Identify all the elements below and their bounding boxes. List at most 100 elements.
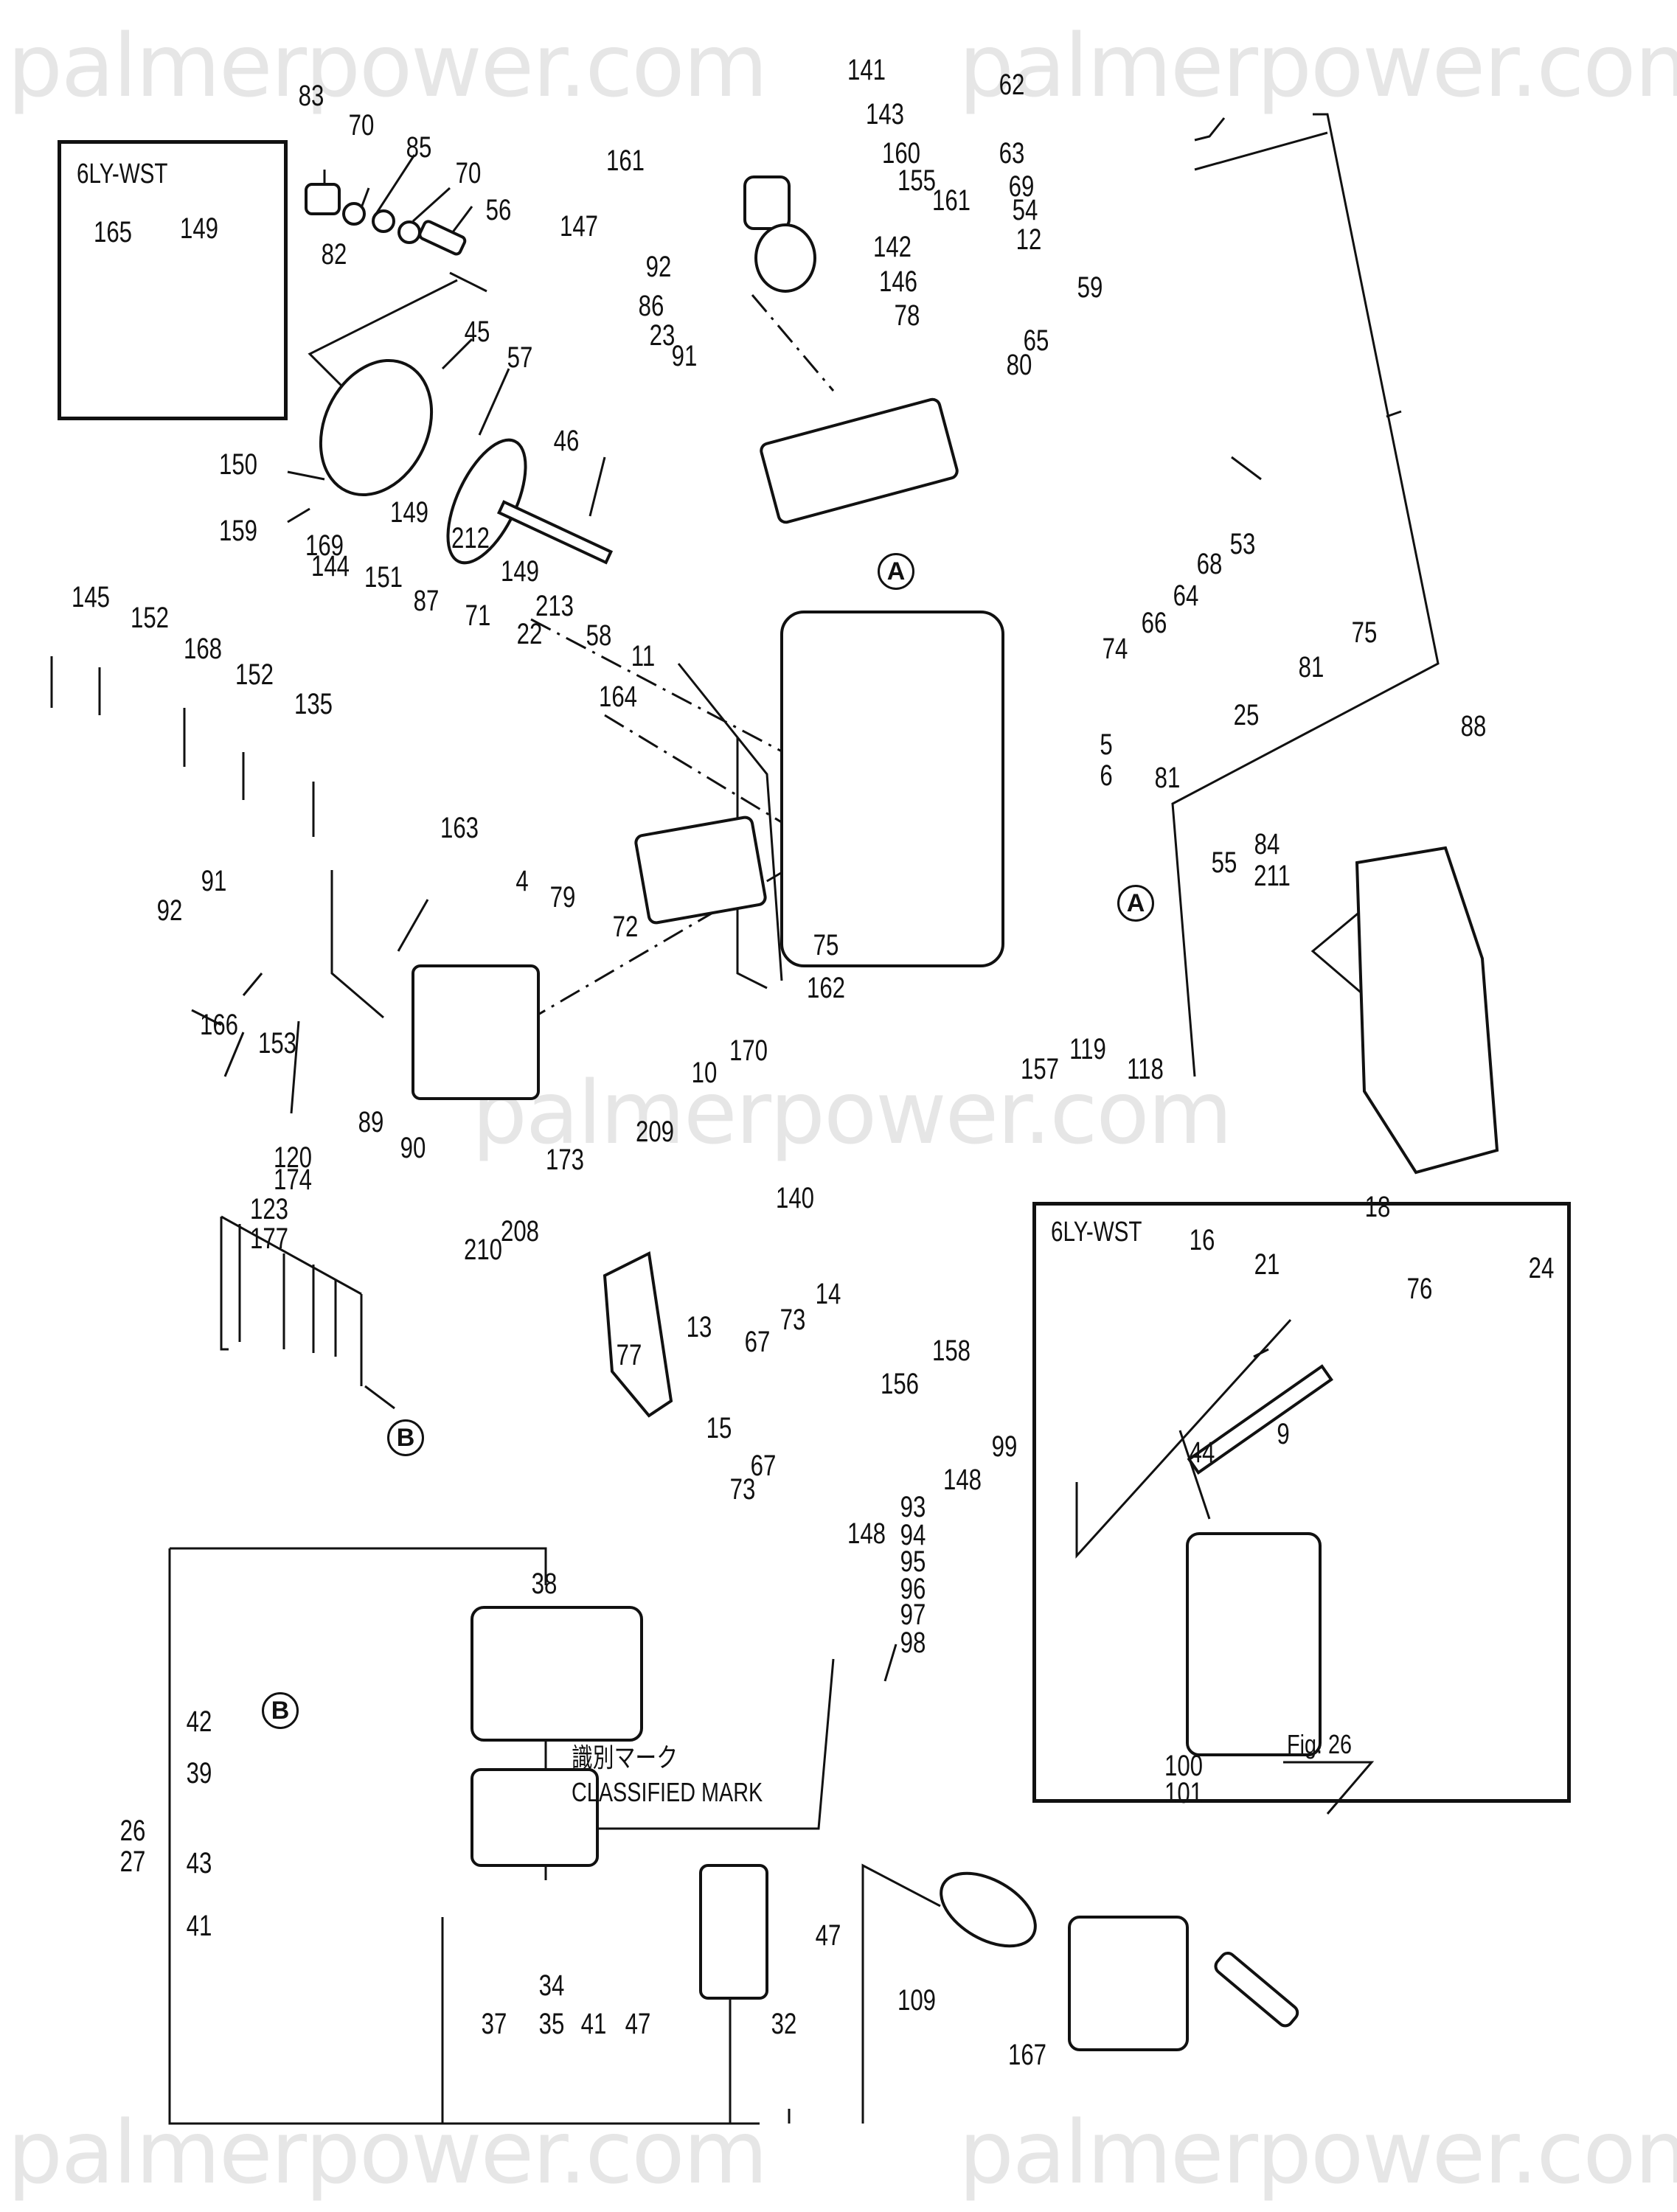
ref-marker-a-right: A [1117, 885, 1154, 922]
part-141 [743, 175, 791, 230]
part-label: 149 [389, 496, 429, 529]
part-label: 34 [538, 1969, 565, 2002]
part-label: 161 [931, 184, 971, 217]
watermark-top-left: palmerpower.com [7, 15, 768, 116]
part-label: 10 [691, 1057, 718, 1089]
part-label: 151 [364, 561, 403, 594]
part-label: 12 [1015, 223, 1042, 256]
part-label: 162 [806, 972, 846, 1004]
part-label: 80 [1006, 349, 1032, 381]
part-109 [940, 1871, 1037, 1948]
part-label: 41 [580, 2008, 607, 2040]
part-label: 109 [897, 1984, 937, 2017]
fig26-shaft [1214, 1952, 1299, 2028]
part-70 [342, 202, 366, 226]
part-label: 68 [1196, 548, 1223, 580]
part-label: 39 [186, 1757, 212, 1790]
part-label: 148 [942, 1464, 982, 1496]
part-label: 76 [1406, 1273, 1433, 1305]
part-label: 16 [1189, 1224, 1215, 1256]
part-label: 75 [1351, 616, 1378, 649]
part-label: 88 [1460, 710, 1487, 742]
part-label: 58 [586, 619, 612, 652]
inset-box-6ly-wst-top [58, 140, 288, 420]
part-label: 92 [156, 894, 183, 927]
part-21-shaft [1187, 1364, 1333, 1475]
part-56 [418, 220, 467, 256]
part-label: 153 [257, 1027, 297, 1060]
part-label: 213 [535, 590, 574, 622]
part-label: 23 [649, 319, 676, 352]
part-label: 155 [897, 164, 937, 197]
part-label: 22 [516, 618, 543, 650]
part-label: 119 [1069, 1033, 1106, 1065]
part-label: 9 [1277, 1418, 1290, 1450]
part-label: 152 [130, 602, 170, 634]
figure-reference: Fig. 26 [1287, 1729, 1353, 1759]
part-label: 145 [71, 581, 111, 613]
part-label: 149 [500, 555, 540, 588]
part-label: 161 [605, 145, 645, 177]
part-37-lever [699, 1864, 768, 2000]
part-label: 167 [1007, 2039, 1047, 2071]
part-label: 78 [894, 299, 920, 332]
part-label: 84 [1254, 828, 1280, 860]
classified-mark-en: CLASSIFIED MARK [572, 1777, 763, 1807]
watermark-bottom-right: palmerpower.com [959, 2101, 1677, 2203]
part-38-plate [471, 1768, 599, 1867]
part-label: 59 [1077, 271, 1103, 304]
part-label: 77 [616, 1339, 642, 1371]
inset-box-title-right: 6LY-WST [1051, 1217, 1142, 1248]
part-43 [471, 1606, 643, 1742]
part-label: 91 [201, 865, 227, 897]
part-label: 94 [900, 1519, 926, 1551]
part-label: 157 [1020, 1053, 1060, 1085]
part-16-lever [1186, 1532, 1322, 1756]
part-label: 25 [1233, 699, 1260, 731]
watermark-top-right: palmerpower.com [959, 15, 1677, 116]
part-label: 70 [348, 109, 375, 142]
part-label: 85 [406, 131, 432, 164]
part-88-gasket [1355, 846, 1499, 1175]
part-label: 72 [612, 911, 639, 943]
part-label: 27 [119, 1846, 146, 1878]
part-label: 120 [273, 1141, 313, 1174]
part-label: 150 [218, 448, 258, 481]
part-label: 37 [481, 2008, 507, 2040]
ref-marker-a-top: A [878, 553, 914, 590]
part-label: 81 [1154, 762, 1181, 794]
part-label: 164 [598, 681, 638, 713]
part-143 [754, 223, 816, 293]
part-142 [760, 397, 959, 524]
part-label: 173 [545, 1144, 585, 1176]
part-label: 209 [635, 1116, 675, 1148]
part-label: 44 [1189, 1436, 1215, 1469]
part-label: 63 [999, 137, 1025, 170]
part-label: 35 [538, 2008, 565, 2040]
inset-box-6ly-wst-right [1032, 1202, 1571, 1803]
part-label: 64 [1173, 580, 1199, 612]
part-label: 66 [1141, 607, 1167, 639]
part-label: 148 [847, 1517, 886, 1550]
part-label: 24 [1528, 1252, 1555, 1284]
watermark-center: palmerpower.com [472, 1062, 1232, 1164]
part-label: 163 [440, 812, 479, 844]
part-label: 97 [900, 1599, 926, 1631]
part-label: 74 [1102, 633, 1128, 665]
part-label: 158 [931, 1335, 971, 1367]
part-label: 45 [464, 316, 490, 348]
part-label: 47 [625, 2008, 651, 2040]
part-label: 71 [465, 599, 491, 632]
part-label: 118 [1127, 1053, 1164, 1085]
part-label: 89 [358, 1106, 384, 1138]
part-label: 87 [413, 585, 440, 617]
part-label: 81 [1298, 651, 1324, 684]
part-label: 98 [900, 1627, 926, 1659]
part-89 [412, 964, 540, 1100]
part-label: 46 [553, 425, 580, 457]
part-label: 160 [881, 137, 921, 170]
part-label: 166 [199, 1009, 239, 1041]
part-label: 38 [531, 1568, 558, 1600]
